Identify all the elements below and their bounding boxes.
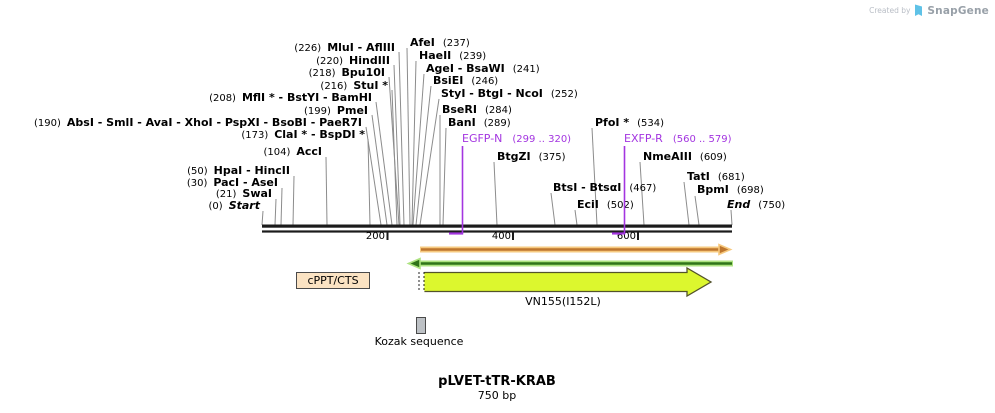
restriction-site-label: (21)SwaI	[215, 187, 272, 201]
restriction-site-label: NmeAIII(609)	[643, 150, 727, 164]
restriction-site-label: (190)AbsI - SmlI - AvaI - XhoI - PspXI -…	[34, 116, 362, 130]
kozak-sequence-box	[416, 317, 426, 334]
restriction-site-label: (218)Bpu10I	[308, 66, 385, 80]
restriction-site-label: EciI(502)	[577, 198, 634, 212]
restriction-site-label: BanI(289)	[448, 116, 511, 130]
restriction-site-label: (173)ClaI * - BspDI *	[241, 128, 365, 142]
restriction-site-label: BtgZI(375)	[497, 150, 566, 164]
restriction-site-label: AfeI(237)	[410, 36, 470, 50]
restriction-site-label: AgeI - BsaWI(241)	[426, 62, 540, 76]
scale-tick-label: 200	[365, 231, 385, 242]
watermark-brand: SnapGene	[927, 4, 989, 17]
primer-label-exfp-r: EXFP-R(560 .. 579)	[624, 132, 732, 146]
snapgene-logo-icon	[914, 4, 923, 17]
scale-tick-label: 400	[491, 231, 511, 242]
restriction-site-label: (216)StuI *	[320, 79, 388, 93]
scale-tick-label: 600	[616, 231, 636, 242]
plasmid-name: pLVET-tTR-KRAB	[438, 374, 556, 389]
restriction-site-label: (104)AccI	[263, 145, 322, 159]
restriction-site-label: HaeII(239)	[419, 49, 487, 63]
restriction-site-label: BseRI(284)	[442, 103, 512, 117]
watermark: Created by SnapGene	[869, 4, 989, 17]
cppt-cts-feature-box: cPPT/CTS	[296, 272, 370, 289]
restriction-site-label: (199)PmeI	[304, 104, 368, 118]
restriction-site-label: (50)HpaI - HincII	[187, 164, 290, 178]
kozak-sequence-label: Kozak sequence	[374, 335, 464, 348]
map-end-label: End(750)	[727, 198, 786, 212]
plasmid-length: 750 bp	[477, 389, 517, 402]
restriction-site-label: (208)MflI * - BstYI - BamHI	[209, 91, 372, 105]
watermark-created-by: Created by	[869, 6, 911, 15]
restriction-site-label: PfoI *(534)	[595, 116, 664, 130]
restriction-site-label: BsiEI(246)	[433, 74, 499, 88]
vn155-feature-label: VN155(I152L)	[525, 295, 601, 308]
restriction-site-label: (226)MluI - AflIII	[294, 41, 395, 55]
reverse-strand-arrow	[406, 257, 733, 270]
restriction-site-label: BtsI - BtsαI(467)	[553, 181, 657, 195]
restriction-site-label: BpmI(698)	[697, 183, 764, 197]
scale-tick-marks	[386, 231, 639, 240]
restriction-site-label: TatI(681)	[687, 170, 745, 184]
forward-strand-arrow	[420, 243, 733, 256]
restriction-site-label: StyI - BtgI - NcoI(252)	[441, 87, 578, 101]
vn155-feature-arrow	[418, 266, 713, 298]
restriction-site-label: (220)HindIII	[316, 54, 390, 68]
primer-label-egfp-n: EGFP-N(299 .. 320)	[462, 132, 572, 146]
map-start-label: (0)Start	[208, 199, 260, 213]
restriction-site-label: (30)PacI - AseI	[186, 176, 278, 190]
